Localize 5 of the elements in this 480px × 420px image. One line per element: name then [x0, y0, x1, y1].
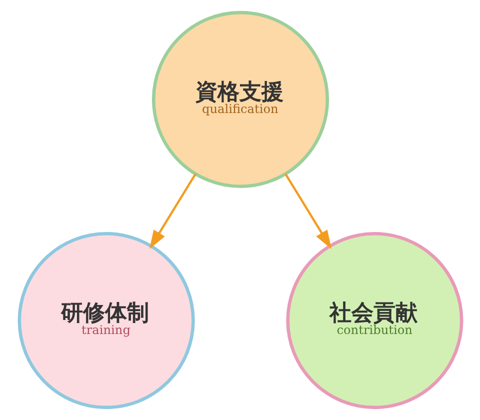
arrow: [284, 173, 331, 249]
arrow: [149, 173, 196, 249]
node-circle: 社会貢献 contribution: [286, 232, 463, 410]
node-circle: 資格支援 qualification: [151, 10, 329, 188]
node-circle: 研修体制 training: [17, 232, 194, 410]
